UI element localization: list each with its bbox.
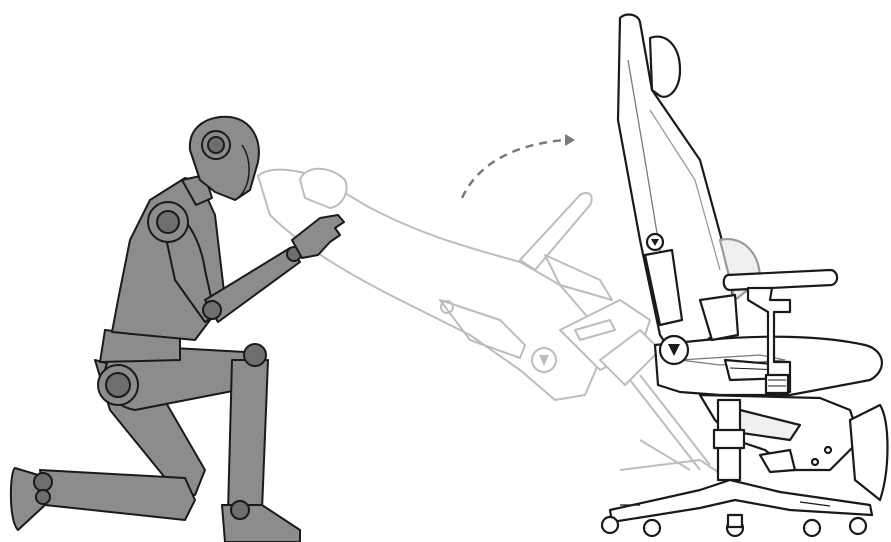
mannequin-back-shin — [40, 470, 195, 520]
upright-chair — [602, 15, 888, 536]
mannequin-front-shin — [228, 360, 268, 512]
rotation-arrow-icon — [462, 134, 575, 198]
chair-headrest-pillow — [650, 37, 680, 97]
